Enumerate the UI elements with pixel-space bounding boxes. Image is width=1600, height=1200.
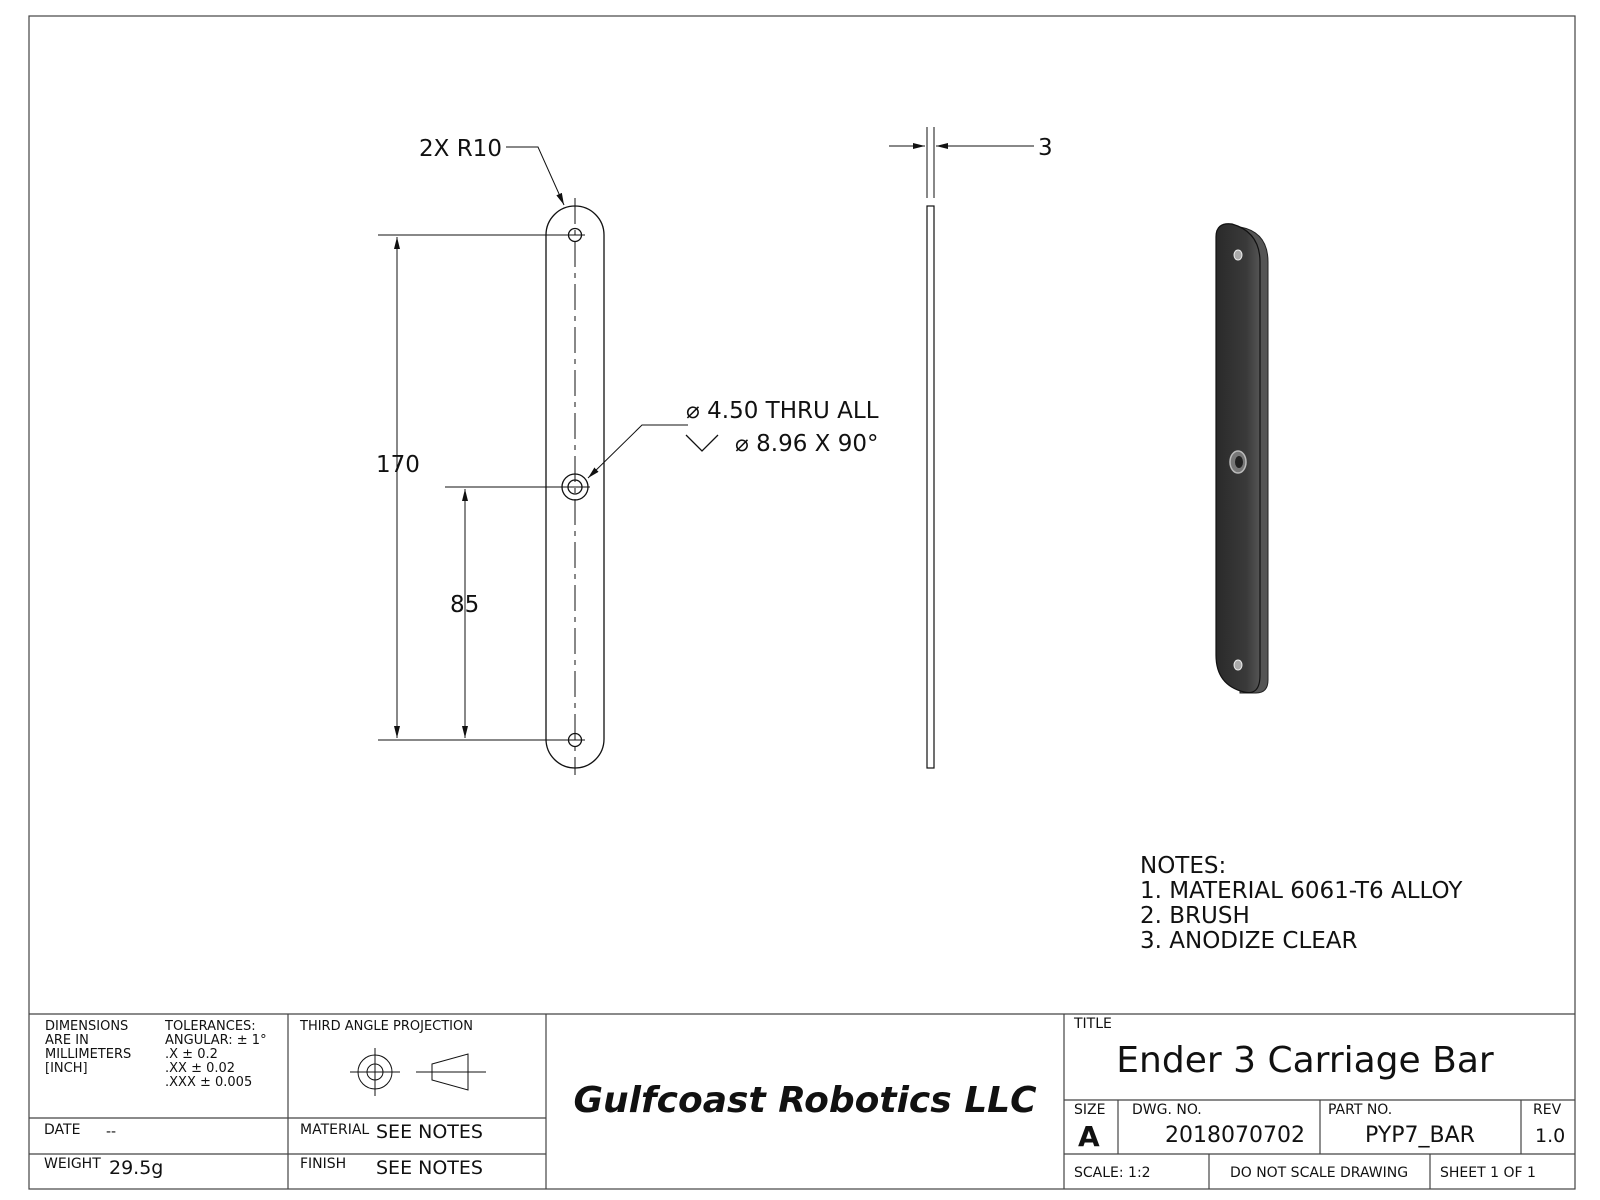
date-label: DATE [44, 1122, 80, 1138]
do-not-scale: DO NOT SCALE DRAWING [1230, 1165, 1408, 1181]
isometric-view [1215, 223, 1269, 694]
weight-label: WEIGHT [44, 1156, 101, 1172]
hole-callout-line2: ⌀ 8.96 X 90° [735, 431, 879, 457]
dim-85: 85 [450, 592, 479, 618]
drawing-title: Ender 3 Carriage Bar [1116, 1040, 1494, 1081]
part-number: PYP7_BAR [1365, 1123, 1475, 1148]
svg-text:DIMENSIONS: DIMENSIONS [45, 1019, 128, 1034]
note-item: 1. MATERIAL 6061-T6 ALLOY [1140, 878, 1463, 904]
size-value: A [1078, 1120, 1100, 1153]
date-value: -- [106, 1124, 116, 1140]
projection-symbol [350, 1048, 486, 1096]
finish-label: FINISH [300, 1156, 346, 1172]
company-name: Gulfcoast Robotics LLC [573, 1080, 1037, 1121]
size-label: SIZE [1074, 1102, 1105, 1118]
iso-bottom-hole [1233, 659, 1243, 671]
hole-leader [587, 424, 688, 479]
svg-text:TOLERANCES:: TOLERANCES: [164, 1019, 256, 1034]
rev-value: 1.0 [1535, 1125, 1565, 1147]
iso-top-hole [1233, 249, 1243, 261]
title-label: TITLE [1073, 1016, 1112, 1032]
finish-value: SEE NOTES [376, 1157, 483, 1179]
sheet-border [28, 15, 1576, 1190]
notes-heading: NOTES: [1140, 853, 1226, 879]
dim-thickness: 3 [1038, 135, 1053, 161]
svg-text:.XXX ± 0.005: .XXX ± 0.005 [165, 1075, 252, 1090]
front-view-labels: 2X R10 170 85 ⌀ 4.50 THRU ALL ⌀ 8.96 X 9… [376, 136, 879, 618]
material-label: MATERIAL [300, 1122, 369, 1138]
projection-label: THIRD ANGLE PROJECTION [299, 1019, 473, 1034]
radius-callout: 2X R10 [419, 136, 502, 162]
dim-170: 170 [376, 452, 420, 478]
side-view [889, 127, 1034, 769]
title-block [29, 1013, 1575, 1189]
material-value: SEE NOTES [376, 1121, 483, 1143]
dwg-label: DWG. NO. [1132, 1102, 1202, 1118]
svg-text:ANGULAR: ± 1°: ANGULAR: ± 1° [165, 1033, 267, 1048]
side-bar [926, 205, 935, 769]
svg-text:MILLIMETERS: MILLIMETERS [45, 1047, 131, 1062]
radius-leader [506, 146, 565, 206]
svg-text:.X ± 0.2: .X ± 0.2 [165, 1047, 218, 1062]
countersink-symbol [685, 434, 719, 452]
hole-callout-line1: ⌀ 4.50 THRU ALL [686, 398, 879, 424]
weight-value: 29.5g [109, 1157, 163, 1179]
scale: SCALE: 1:2 [1074, 1165, 1151, 1181]
note-item: 2. BRUSH [1140, 903, 1250, 929]
sheet-number: SHEET 1 OF 1 [1440, 1165, 1536, 1181]
svg-text:.XX ± 0.02: .XX ± 0.02 [165, 1061, 235, 1076]
dwg-number: 2018070702 [1165, 1123, 1305, 1148]
notes: NOTES: 1. MATERIAL 6061-T6 ALLOY 2. BRUS… [1140, 853, 1463, 954]
svg-text:[INCH]: [INCH] [45, 1061, 88, 1076]
front-view [378, 146, 719, 775]
note-item: 3. ANODIZE CLEAR [1140, 928, 1358, 954]
rev-label: REV [1533, 1102, 1562, 1118]
units-block: DIMENSIONS ARE IN MILLIMETERS [INCH] TOL… [45, 1019, 267, 1090]
part-label: PART NO. [1328, 1102, 1392, 1118]
svg-text:ARE IN: ARE IN [45, 1033, 89, 1048]
